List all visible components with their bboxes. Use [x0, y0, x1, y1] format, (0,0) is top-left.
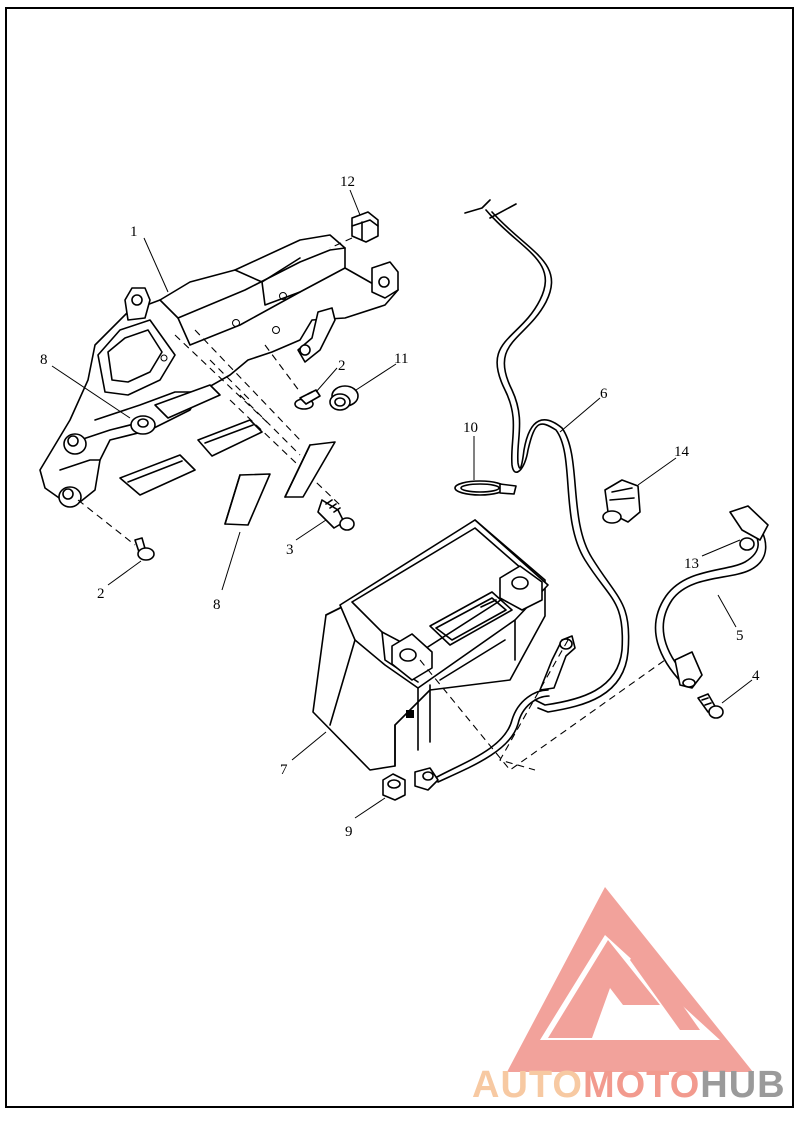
callout-12: 12	[340, 174, 355, 190]
battery-cable-part-6	[464, 199, 630, 771]
nut-part-9	[382, 773, 406, 801]
battery-tray-bracket	[39, 234, 399, 546]
screw-part-2-upper	[294, 389, 321, 410]
terminal-part-9-lead	[414, 689, 550, 791]
callout-6: 6	[600, 386, 608, 402]
bolt-part-3	[317, 499, 355, 531]
diagram-frame	[5, 7, 794, 1108]
callout-7: 7	[280, 762, 288, 778]
foam-pad-part-8-b	[284, 441, 336, 498]
screw-part-2-lower	[134, 537, 155, 561]
watermark-hub-text: HUB	[700, 1064, 785, 1106]
leader-lines	[51, 189, 753, 819]
callout-8-lower: 8	[213, 597, 221, 613]
positive-cable-part-5	[654, 505, 769, 689]
foam-pad-part-8-a	[224, 473, 271, 526]
watermark-triangle	[507, 887, 753, 1072]
callout-11: 11	[394, 351, 408, 367]
callout-2-lower: 2	[97, 586, 105, 602]
callout-9: 9	[345, 824, 353, 840]
callout-8-upper: 8	[40, 352, 48, 368]
watermark-auto-text: AUTO	[472, 1064, 583, 1106]
callout-13: 13	[684, 556, 699, 572]
battery-part-7	[312, 519, 666, 771]
callout-14: 14	[674, 444, 690, 460]
svg-text:AUTOMOTOHUB: AUTOMOTOHUB	[472, 1064, 786, 1106]
callout-10: 10	[463, 420, 478, 436]
callout-2-upper: 2	[338, 358, 346, 374]
callout-numbers: 1 12 8 2 11 6 10 14 3 2 8 13 5 4 7 9	[40, 174, 760, 840]
watermark-inner-mark	[548, 940, 660, 1038]
bolt-part-4	[697, 693, 724, 719]
callout-5: 5	[736, 628, 744, 644]
watermark-moto-text: MOTO	[583, 1064, 700, 1106]
watermark-inner-mark-2	[630, 945, 700, 1030]
callout-1: 1	[130, 224, 138, 240]
grommet-part-11	[329, 385, 359, 411]
callout-4: 4	[752, 668, 760, 684]
connector-part-14	[602, 479, 641, 524]
callout-3: 3	[286, 542, 294, 558]
clip-part-12	[329, 211, 379, 249]
watermark-logo: AUTOMOTOHUB	[472, 887, 786, 1106]
cable-strap-part-10	[454, 480, 517, 496]
